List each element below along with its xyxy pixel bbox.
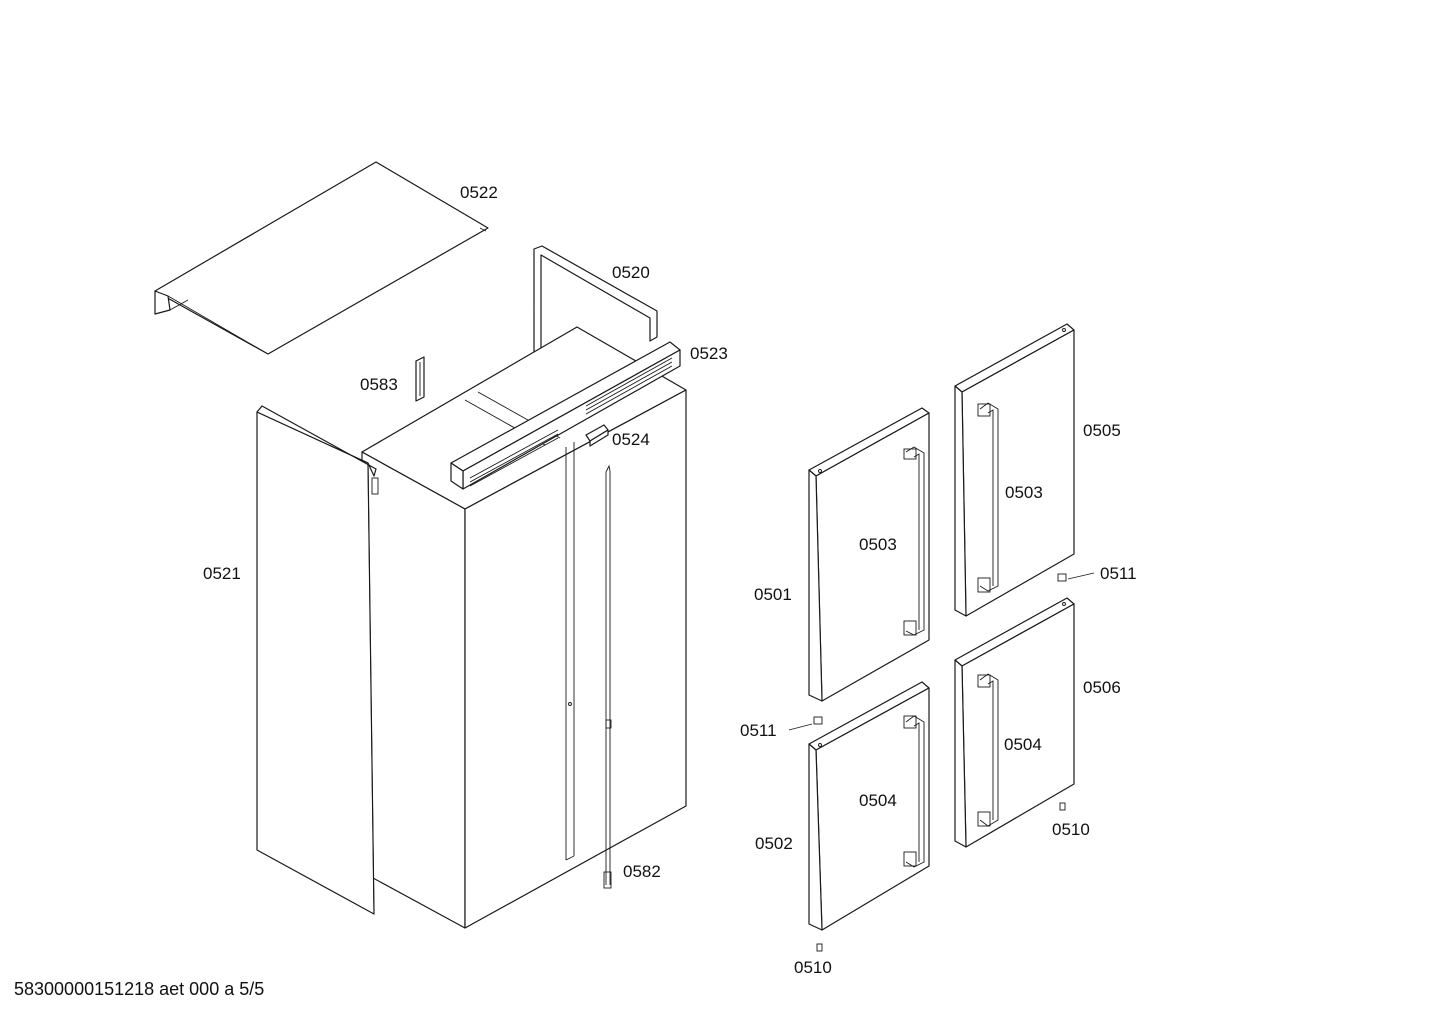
label-0506: 0506 bbox=[1083, 678, 1121, 697]
label-0503-right: 0503 bbox=[1005, 483, 1043, 502]
part-0522-top-cover bbox=[154, 161, 489, 355]
label-0504-left: 0504 bbox=[859, 791, 897, 810]
label-0501: 0501 bbox=[754, 585, 792, 604]
part-0510-pin-right bbox=[1059, 802, 1066, 811]
label-0524: 0524 bbox=[612, 430, 650, 449]
part-0502-door bbox=[808, 681, 930, 931]
label-0582: 0582 bbox=[623, 862, 661, 881]
label-0523: 0523 bbox=[690, 344, 728, 363]
part-0511-hinge-lower bbox=[788, 716, 823, 731]
label-0521: 0521 bbox=[203, 564, 241, 583]
part-0506-door bbox=[954, 597, 1075, 848]
part-0523-grille bbox=[450, 341, 681, 490]
label-0503-left: 0503 bbox=[859, 535, 897, 554]
part-0501-door bbox=[808, 407, 930, 702]
label-0505: 0505 bbox=[1083, 421, 1121, 440]
label-0583: 0583 bbox=[360, 375, 398, 394]
part-0510-pin-left bbox=[816, 943, 823, 952]
part-0582-rod bbox=[603, 464, 612, 889]
label-0502: 0502 bbox=[755, 834, 793, 853]
label-0510-left: 0510 bbox=[794, 958, 832, 977]
part-0521-side-panel bbox=[256, 405, 379, 915]
part-0524-clip bbox=[585, 424, 609, 447]
label-0522: 0522 bbox=[460, 183, 498, 202]
document-reference-footer: 58300000151218 aet 000 a 5/5 bbox=[14, 979, 265, 999]
cabinet-body bbox=[361, 326, 687, 929]
label-0504-right: 0504 bbox=[1004, 735, 1042, 754]
label-0511-left: 0511 bbox=[740, 721, 777, 740]
part-0505-door bbox=[954, 323, 1075, 617]
label-0510-right: 0510 bbox=[1052, 820, 1090, 839]
label-0520: 0520 bbox=[612, 263, 650, 282]
part-0583-bracket bbox=[415, 356, 425, 402]
part-0511-hinge-upper bbox=[1057, 572, 1095, 582]
label-0511-right: 0511 bbox=[1100, 564, 1137, 583]
